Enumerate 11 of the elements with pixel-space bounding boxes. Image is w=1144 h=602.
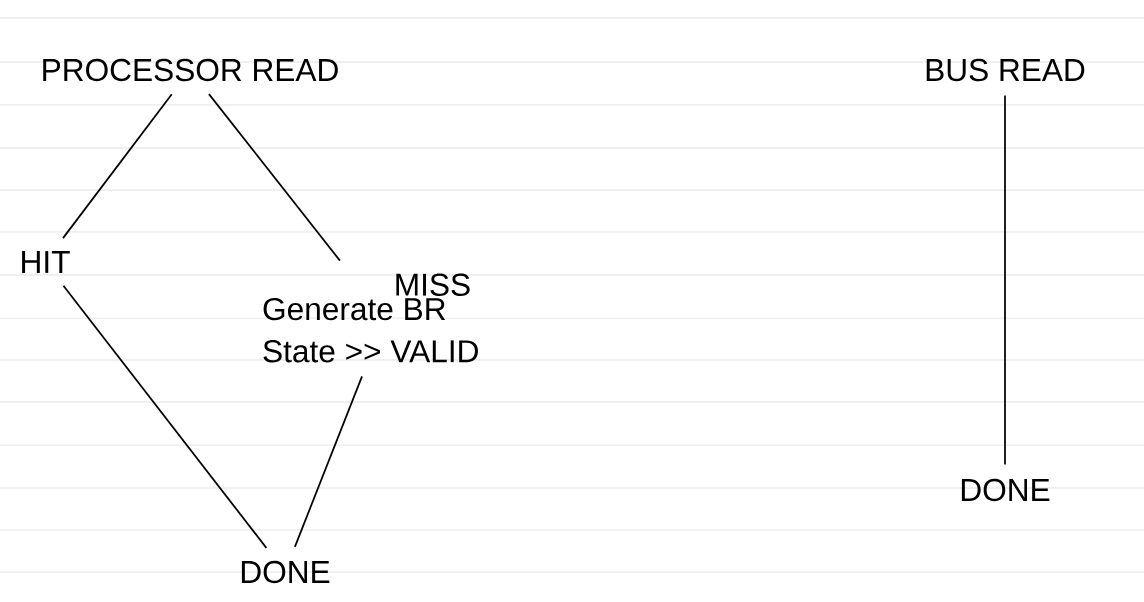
state-label: BUS READ [926, 58, 1085, 82]
connector-line [1004, 94, 1006, 466]
connector-line [62, 93, 173, 239]
connector-line [208, 93, 341, 262]
state-label: HIT [22, 251, 70, 273]
state-label: DONE [961, 478, 1050, 502]
state-label: MISS Generate BR State >> VALID [263, 273, 478, 363]
connector-line [62, 284, 268, 549]
state-label: PROCESSOR READ [43, 58, 338, 82]
connector-line [294, 375, 363, 548]
state-label: DONE [241, 560, 330, 584]
